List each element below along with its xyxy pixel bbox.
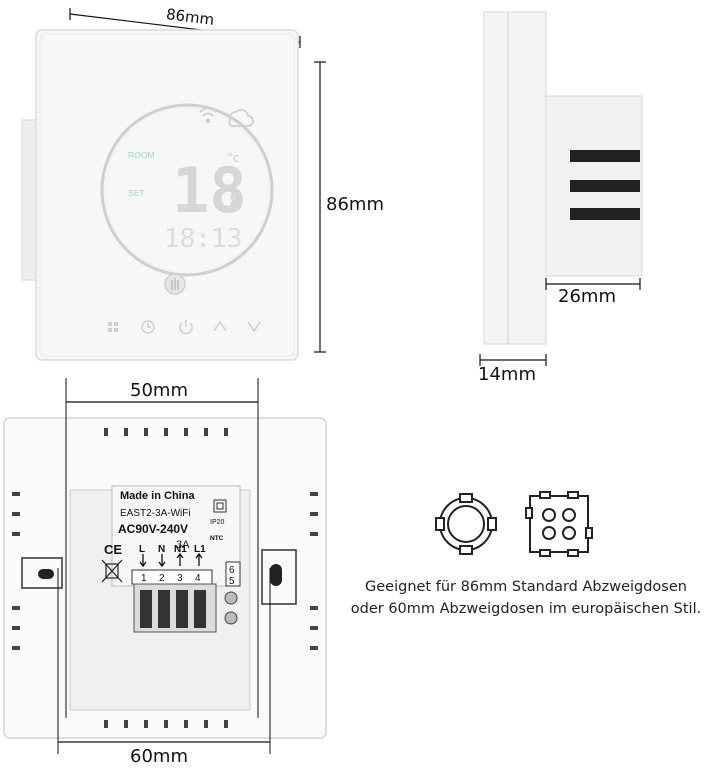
ce-mark: CE xyxy=(104,542,122,557)
compatibility-note-line2: oder 60mm Abzweigdosen im europäischen S… xyxy=(350,601,702,617)
front-panel xyxy=(35,29,299,361)
cloud-icon xyxy=(228,108,254,127)
terminal-number-1: 1 xyxy=(141,573,147,584)
side-view: 26mm 14mm xyxy=(460,0,720,390)
round-junction-box-icon xyxy=(435,493,497,555)
ip20-symbol xyxy=(213,499,227,513)
back-outer-width-label: 60mm xyxy=(130,746,188,767)
room-label: ROOM xyxy=(128,150,154,160)
terminal-number-4: 4 xyxy=(195,573,201,584)
back-left-slots xyxy=(12,492,20,650)
front-panel-glass xyxy=(39,33,295,357)
junction-box-svg xyxy=(435,491,593,557)
terminal-label-3: N1 xyxy=(174,544,187,555)
down-icon[interactable] xyxy=(247,321,261,333)
ip20-symbol-inner xyxy=(216,502,224,510)
label-ntc: NTC xyxy=(210,535,224,542)
terminal-screws xyxy=(140,590,206,628)
side-vent-2 xyxy=(570,180,640,192)
weee-bin-icon xyxy=(101,559,123,583)
ntc-terminal-box xyxy=(225,561,241,587)
back-inner-width-label: 50mm xyxy=(130,380,188,401)
label-voltage: AC90V-240V xyxy=(118,522,188,536)
terminal-label-1: L xyxy=(139,544,145,555)
left-mount-bracket xyxy=(21,557,63,589)
compatibility-note-line1: Geeignet für 86mm Standard Abzweigdosen xyxy=(365,579,687,595)
hand-icon[interactable] xyxy=(164,273,186,295)
temperature-unit: °c xyxy=(227,151,240,165)
terminal-number-3: 3 xyxy=(177,573,183,584)
label-model: EAST2-3A-WiFi xyxy=(120,508,191,519)
temperature-decimal: .8 xyxy=(214,188,243,216)
front-height-label: 86mm xyxy=(326,194,384,215)
ntc-screw-top xyxy=(224,591,238,605)
ntc-terminal-5: 5 xyxy=(229,576,235,587)
power-icon[interactable] xyxy=(179,320,193,335)
back-view-svg: Made in China EAST2-3A-WiFi AC90V-240V 3… xyxy=(3,378,327,754)
side-vent-3 xyxy=(570,208,640,220)
back-view: Made in China EAST2-3A-WiFi AC90V-240V 3… xyxy=(0,378,340,771)
back-top-slots xyxy=(104,428,228,436)
right-mount-hole xyxy=(270,564,282,586)
back-right-slots xyxy=(310,492,318,650)
temperature-digits: 18 xyxy=(172,154,247,227)
square-junction-box-icon xyxy=(525,491,593,557)
label-current: 3A xyxy=(176,539,190,551)
label-made-in: Made in China xyxy=(120,490,195,502)
display-ring xyxy=(100,103,274,277)
clock-display: 18:13 xyxy=(164,224,242,254)
clock-icon[interactable] xyxy=(141,320,155,334)
compatibility-note: Geeignet für 86mm Standard Abzweigdosen … xyxy=(332,576,720,620)
label-ip-rating: IP20 xyxy=(210,519,225,526)
terminal-label-4: L1 xyxy=(194,544,206,555)
display-ring-inner xyxy=(104,107,270,273)
terminal-number-2: 2 xyxy=(159,573,165,584)
side-depth-back-label: 26mm xyxy=(558,286,616,307)
side-view-svg xyxy=(479,11,643,366)
up-icon[interactable] xyxy=(213,320,227,332)
back-bottom-slots xyxy=(104,720,228,728)
side-front-plate xyxy=(483,11,547,345)
terminal-arrows xyxy=(139,552,203,568)
front-view-svg: ROOM SET 18 .8 °c 18:13 xyxy=(21,8,326,361)
set-label: SET xyxy=(128,188,145,198)
terminal-label-2: N xyxy=(158,544,165,555)
ntc-terminal-6: 6 xyxy=(229,565,235,576)
side-depth-front-label: 14mm xyxy=(478,364,536,385)
junction-box-icons xyxy=(430,488,610,568)
wifi-icon xyxy=(199,107,217,124)
ntc-screw-bottom xyxy=(224,611,238,625)
menu-icon[interactable] xyxy=(108,322,118,332)
right-mount-bracket xyxy=(261,549,297,605)
left-mount-hole xyxy=(38,569,54,579)
front-view: ROOM SET 18 .8 °c 18:13 86mm 86mm xyxy=(0,0,400,380)
side-vent-1 xyxy=(570,150,640,162)
